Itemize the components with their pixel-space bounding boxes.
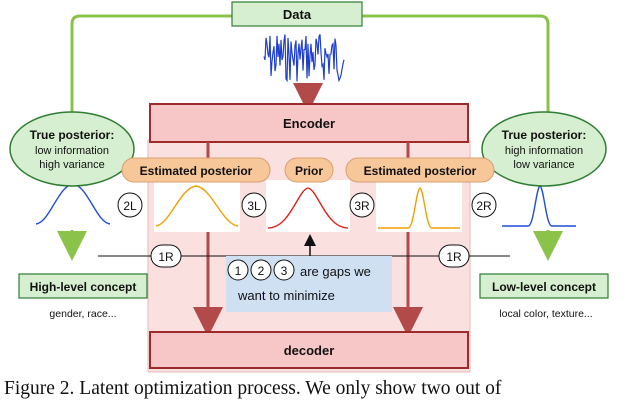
svg-text:3: 3 (281, 264, 288, 278)
data-label: Data (283, 7, 312, 22)
data-signal (263, 34, 345, 83)
1r-marker-left: 1R (150, 244, 182, 268)
left-bubble-title: True posterior: (30, 128, 115, 142)
figure-caption: Figure 2. Latent optimization process. W… (4, 378, 502, 399)
data-box (231, 1, 363, 27)
gap-text-line2: want to minimize (237, 288, 335, 303)
prior-curve (267, 187, 349, 229)
gap-number-3: 3 (273, 259, 295, 281)
svg-text:2R: 2R (476, 199, 492, 213)
gap-number-1: 1 (227, 259, 249, 281)
gap-text-line1: are gaps we (300, 264, 371, 279)
green-connectors (57, 14, 563, 261)
left-true-posterior-plot (34, 180, 112, 230)
est-right-curve (378, 187, 460, 229)
svg-text:1: 1 (235, 264, 242, 278)
est-left-curve (155, 185, 239, 227)
low-level-concept-box (479, 273, 609, 299)
high-level-concept-sub: gender, race... (49, 308, 116, 320)
decoder-box (149, 331, 469, 369)
est-posterior-right-pill (345, 157, 495, 183)
est-left-plot (154, 180, 240, 232)
left-bubble-line2: high variance (39, 159, 104, 171)
est-posterior-left-label: Estimated posterior (140, 164, 253, 178)
encoder-label: Encoder (283, 116, 335, 131)
2l-marker: 2L (117, 192, 143, 218)
prior-label: Prior (295, 164, 323, 178)
prior-pill (284, 157, 334, 183)
svg-text:3L: 3L (247, 199, 261, 213)
svg-text:2L: 2L (123, 199, 137, 213)
svg-text:3R: 3R (354, 199, 370, 213)
est-posterior-left-pill (121, 157, 271, 183)
3r-marker: 3R (349, 192, 375, 218)
right-bubble-line1: high information (505, 145, 583, 157)
2r-marker: 2R (471, 192, 497, 218)
high-level-concept-label: High-level concept (30, 280, 137, 294)
1r-marker-right: 1R (438, 244, 470, 268)
svg-text:1R: 1R (446, 250, 462, 264)
3l-marker: 3L (241, 192, 267, 218)
high-level-concept-box (18, 273, 148, 299)
decoder-label: decoder (284, 343, 335, 358)
left-bubble-line1: low information (35, 145, 109, 157)
right-bubble-line2: low variance (513, 159, 574, 171)
est-posterior-right-label: Estimated posterior (364, 164, 477, 178)
encoder-box (149, 103, 469, 143)
right-true-posterior-bubble (481, 111, 607, 187)
low-level-concept-sub: local color, texture... (499, 308, 592, 320)
svg-text:2: 2 (258, 264, 265, 278)
est-right-plot (376, 180, 462, 232)
svg-text:1R: 1R (158, 250, 174, 264)
left-true-posterior-bubble (9, 111, 135, 187)
low-level-concept-label: Low-level concept (492, 280, 596, 294)
gap-number-2: 2 (250, 259, 272, 281)
right-bubble-title: True posterior: (502, 128, 587, 142)
